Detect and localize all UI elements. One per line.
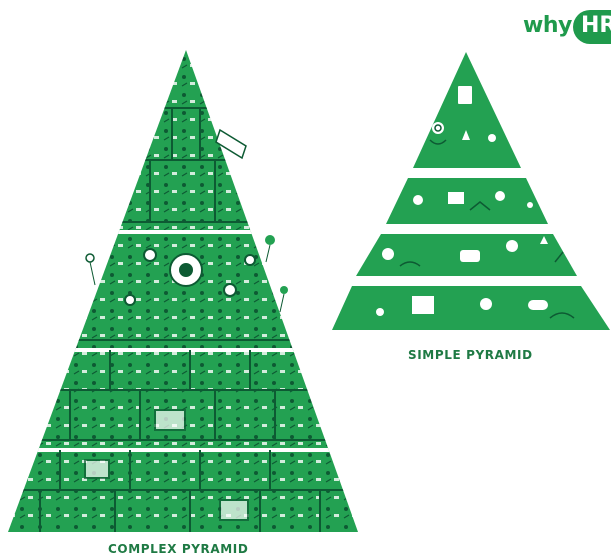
complex-pyramid-caption: COMPLEX PYRAMID [108, 542, 248, 556]
simple-pyramid-caption: SIMPLE PYRAMID [408, 348, 533, 362]
simple-pyramid [332, 52, 610, 330]
